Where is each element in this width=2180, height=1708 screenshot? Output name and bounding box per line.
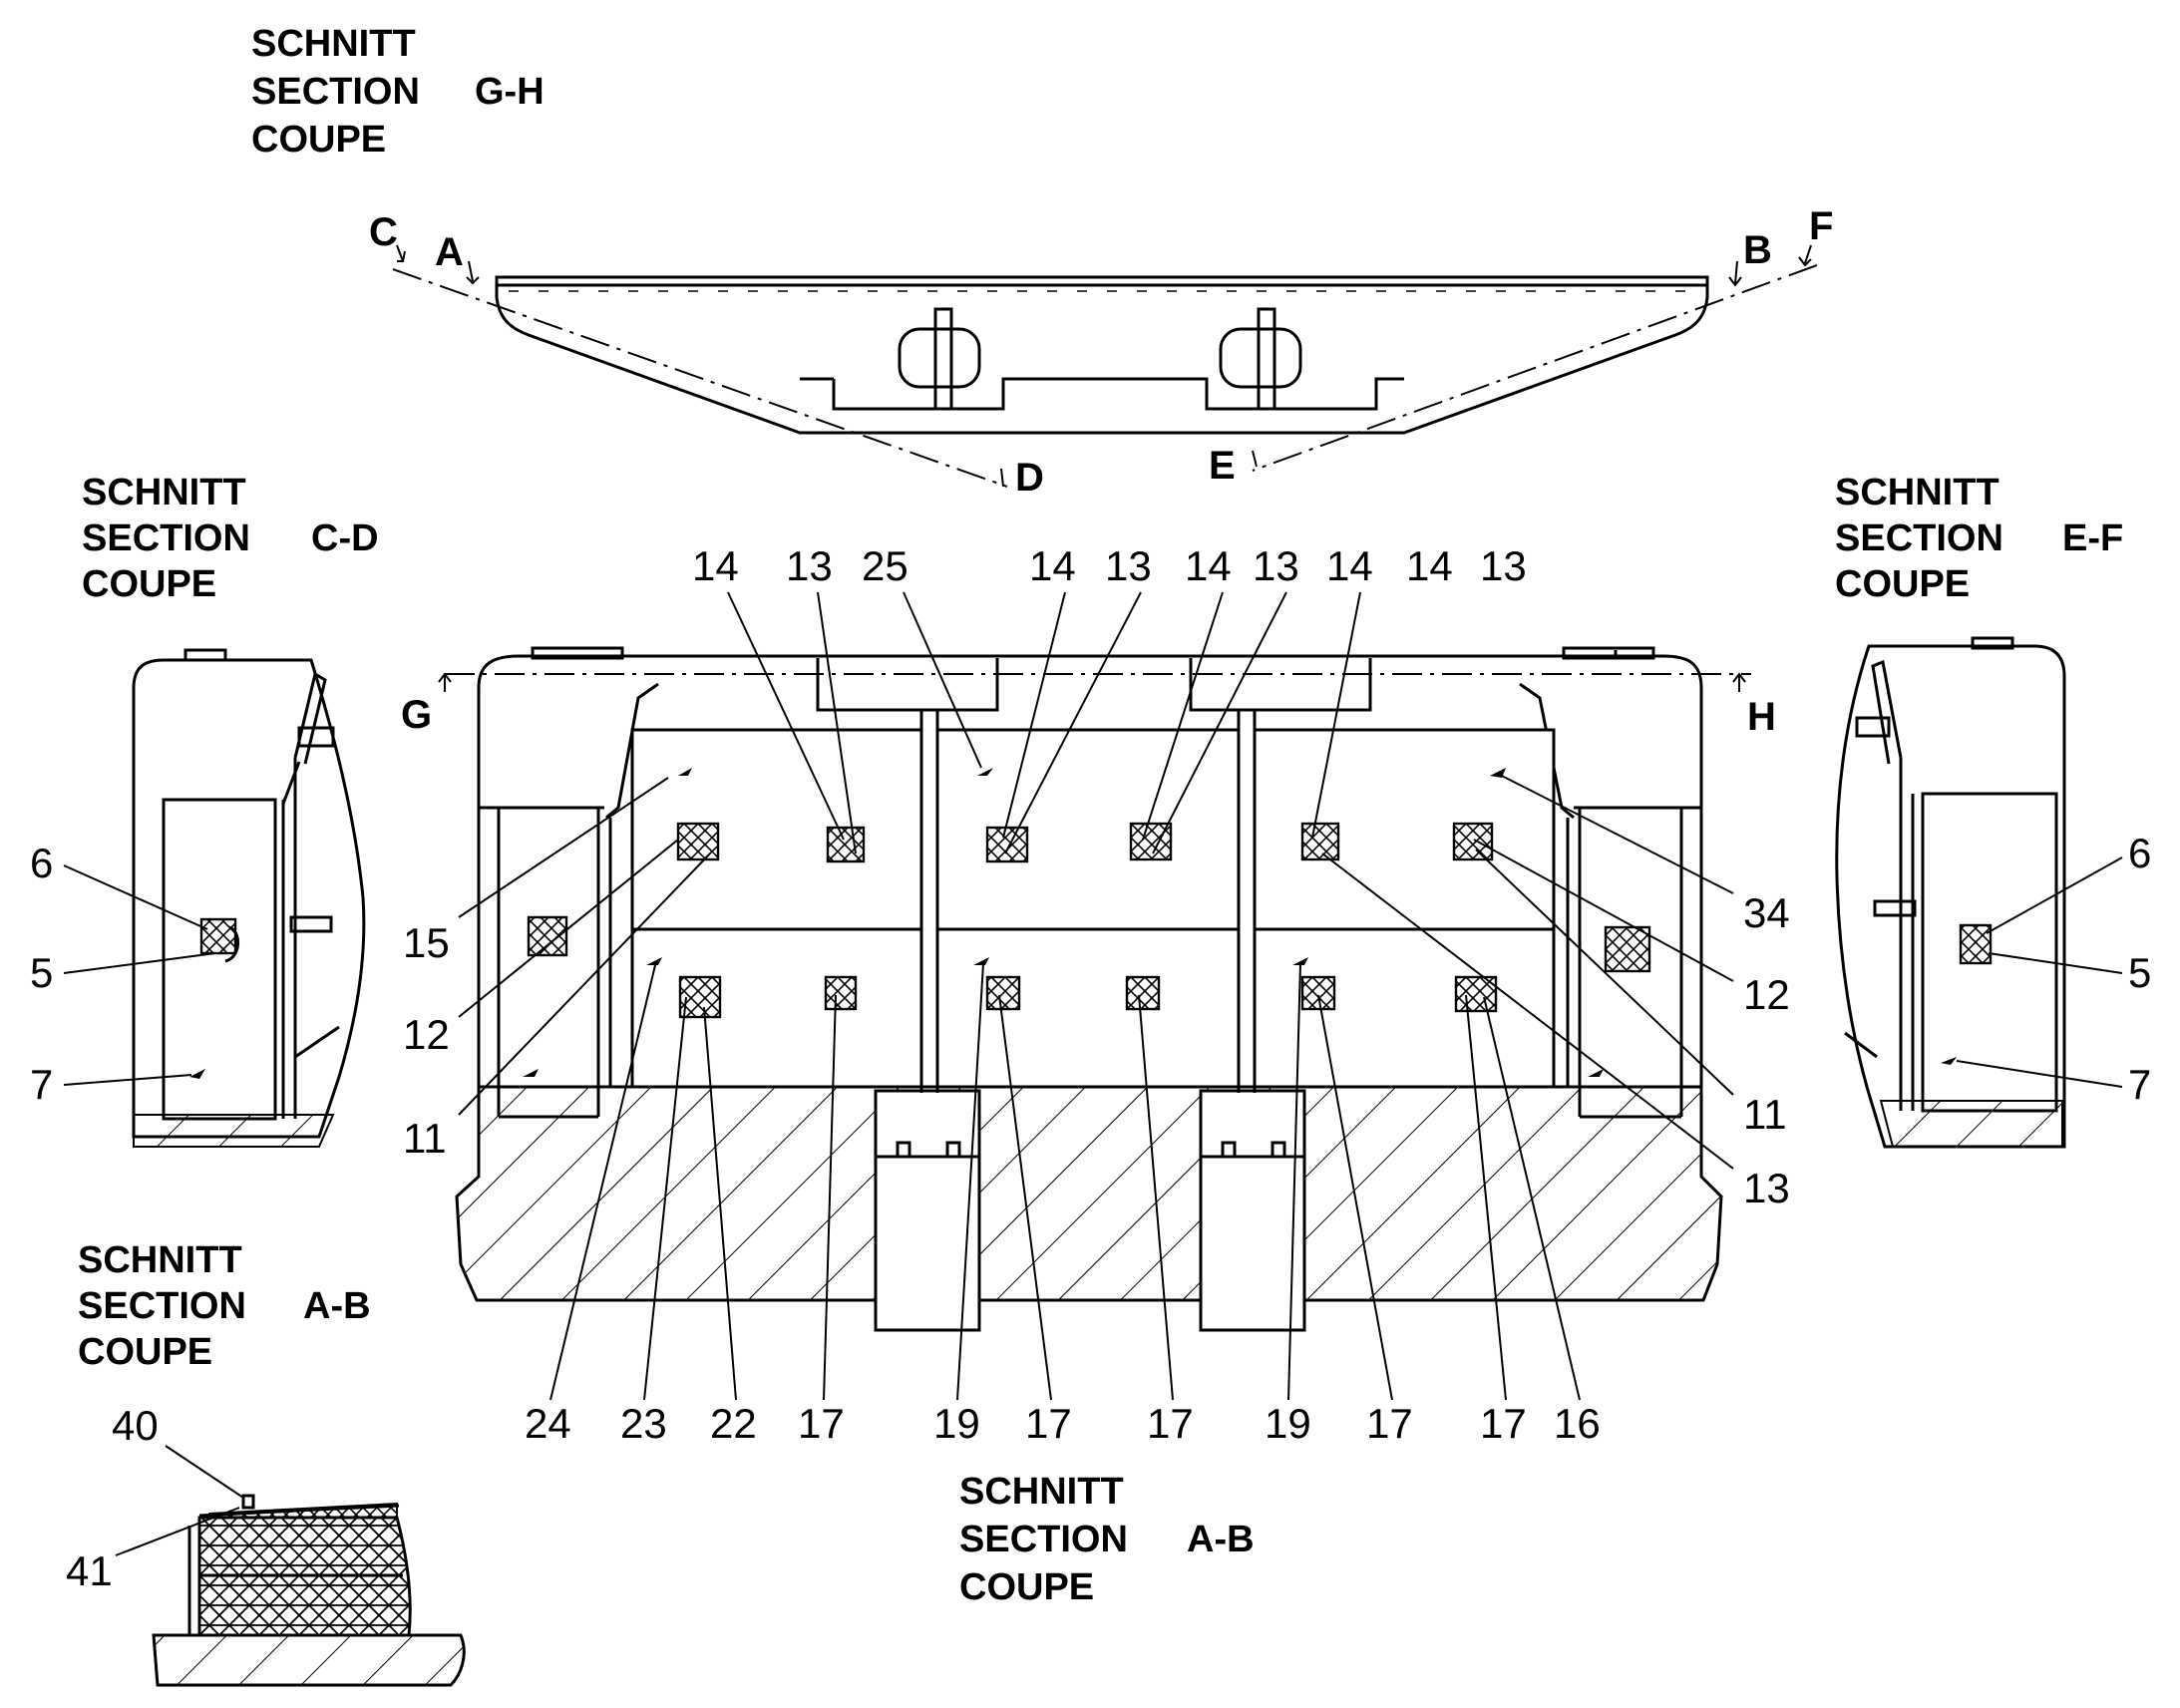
section-cd-code: C-D (311, 517, 379, 559)
callout-6: 6 (2128, 830, 2151, 876)
callout-7: 7 (30, 1061, 53, 1108)
callout-19: 19 (1265, 1400, 1311, 1447)
callout-24: 24 (525, 1400, 571, 1447)
seal-block (1604, 925, 1651, 973)
callout-7: 7 (2128, 1061, 2151, 1108)
section-cd-title-1: SCHNITT (82, 472, 246, 513)
section-gh-title-3: COUPE (251, 119, 386, 161)
section-ab-small-code: A-B (303, 1285, 371, 1327)
callout-17: 17 (1366, 1400, 1413, 1447)
section-ab-small-title-3: COUPE (78, 1331, 212, 1373)
seal-block (1452, 822, 1494, 861)
callout-12: 12 (1743, 971, 1790, 1018)
cut-marker-c: C (369, 210, 398, 254)
callout-17: 17 (1025, 1400, 1072, 1447)
callout-13: 13 (1253, 542, 1299, 589)
seal-block (1300, 822, 1340, 861)
cut-marker-a: A (435, 230, 464, 274)
section-ef-title-3: COUPE (1835, 563, 1970, 605)
callout-34: 34 (1743, 889, 1790, 936)
seal-block (1125, 975, 1161, 1011)
callout-40: 40 (112, 1402, 159, 1449)
callout-14: 14 (692, 542, 739, 589)
cut-marker-d: D (1015, 456, 1044, 500)
callout-11: 11 (1743, 1091, 1787, 1138)
section-ab-main-title-1: SCHNITT (959, 1471, 1124, 1513)
callout-22: 22 (710, 1400, 757, 1447)
section-gh-view: SCHNITT SECTION G-H COUPE C A B F D E (251, 23, 1833, 500)
callout-14: 14 (1029, 542, 1076, 589)
callout-14: 14 (1326, 542, 1373, 589)
callout-13: 13 (786, 542, 833, 589)
callout-5: 5 (30, 949, 53, 996)
section-gh-code: G-H (475, 71, 545, 113)
section-ef-view: SCHNITT SECTION E-F COUPE 6 5 7 (1835, 472, 2151, 1149)
section-ab-main-title-2: SECTION (959, 1519, 1128, 1560)
callout-23: 23 (620, 1400, 667, 1447)
seal-block (1300, 975, 1336, 1011)
callout-41: 41 (66, 1547, 113, 1594)
callout-11: 11 (403, 1115, 447, 1162)
section-cd-view: SCHNITT SECTION C-D COUPE 6 5 7 (30, 472, 379, 1148)
section-ef-code: E-F (2062, 517, 2123, 559)
callout-12: 12 (403, 1011, 450, 1058)
callout-15: 15 (403, 919, 450, 966)
callout-6: 6 (30, 840, 53, 886)
cut-marker-e: E (1209, 444, 1236, 488)
seal-block (985, 975, 1021, 1011)
callout-14: 14 (1185, 542, 1232, 589)
section-ab-main-title-3: COUPE (959, 1566, 1094, 1608)
callout-13: 13 (1105, 542, 1152, 589)
seal-block (1454, 975, 1498, 1013)
callout-16: 16 (1554, 1400, 1601, 1447)
cut-marker-h: H (1747, 695, 1776, 739)
cut-marker-f: F (1809, 204, 1833, 248)
callout-13: 13 (1743, 1165, 1790, 1211)
callout-17: 17 (1480, 1400, 1527, 1447)
section-gh-title-2: SECTION (251, 71, 420, 113)
callout-17: 17 (798, 1400, 845, 1447)
callout-19: 19 (933, 1400, 980, 1447)
callout-17: 17 (1147, 1400, 1194, 1447)
cut-marker-g: G (401, 693, 432, 737)
seal-block (676, 822, 720, 861)
section-ab-main-view: G H (401, 542, 1790, 1608)
seal-block (985, 826, 1029, 863)
seal-block (824, 975, 858, 1011)
callout-5: 5 (2128, 949, 2151, 996)
section-ef-title-2: SECTION (1835, 517, 2003, 559)
section-ef-title-1: SCHNITT (1835, 472, 1999, 513)
section-ab-small-title-2: SECTION (78, 1285, 246, 1327)
section-cd-title-2: SECTION (82, 517, 250, 559)
section-ab-small-title-1: SCHNITT (78, 1239, 242, 1281)
section-ab-main-code: A-B (1187, 1519, 1255, 1560)
seal-block (678, 975, 722, 1019)
callout-25: 25 (862, 542, 908, 589)
section-ab-small-view: SCHNITT SECTION A-B COUPE 40 41 (66, 1239, 466, 1687)
section-gh-title-1: SCHNITT (251, 23, 416, 65)
cut-marker-b: B (1743, 228, 1772, 272)
callout-13: 13 (1480, 542, 1527, 589)
seal-block (826, 826, 866, 863)
seal-block (527, 915, 568, 957)
callout-14: 14 (1406, 542, 1453, 589)
section-cd-title-3: COUPE (82, 563, 216, 605)
